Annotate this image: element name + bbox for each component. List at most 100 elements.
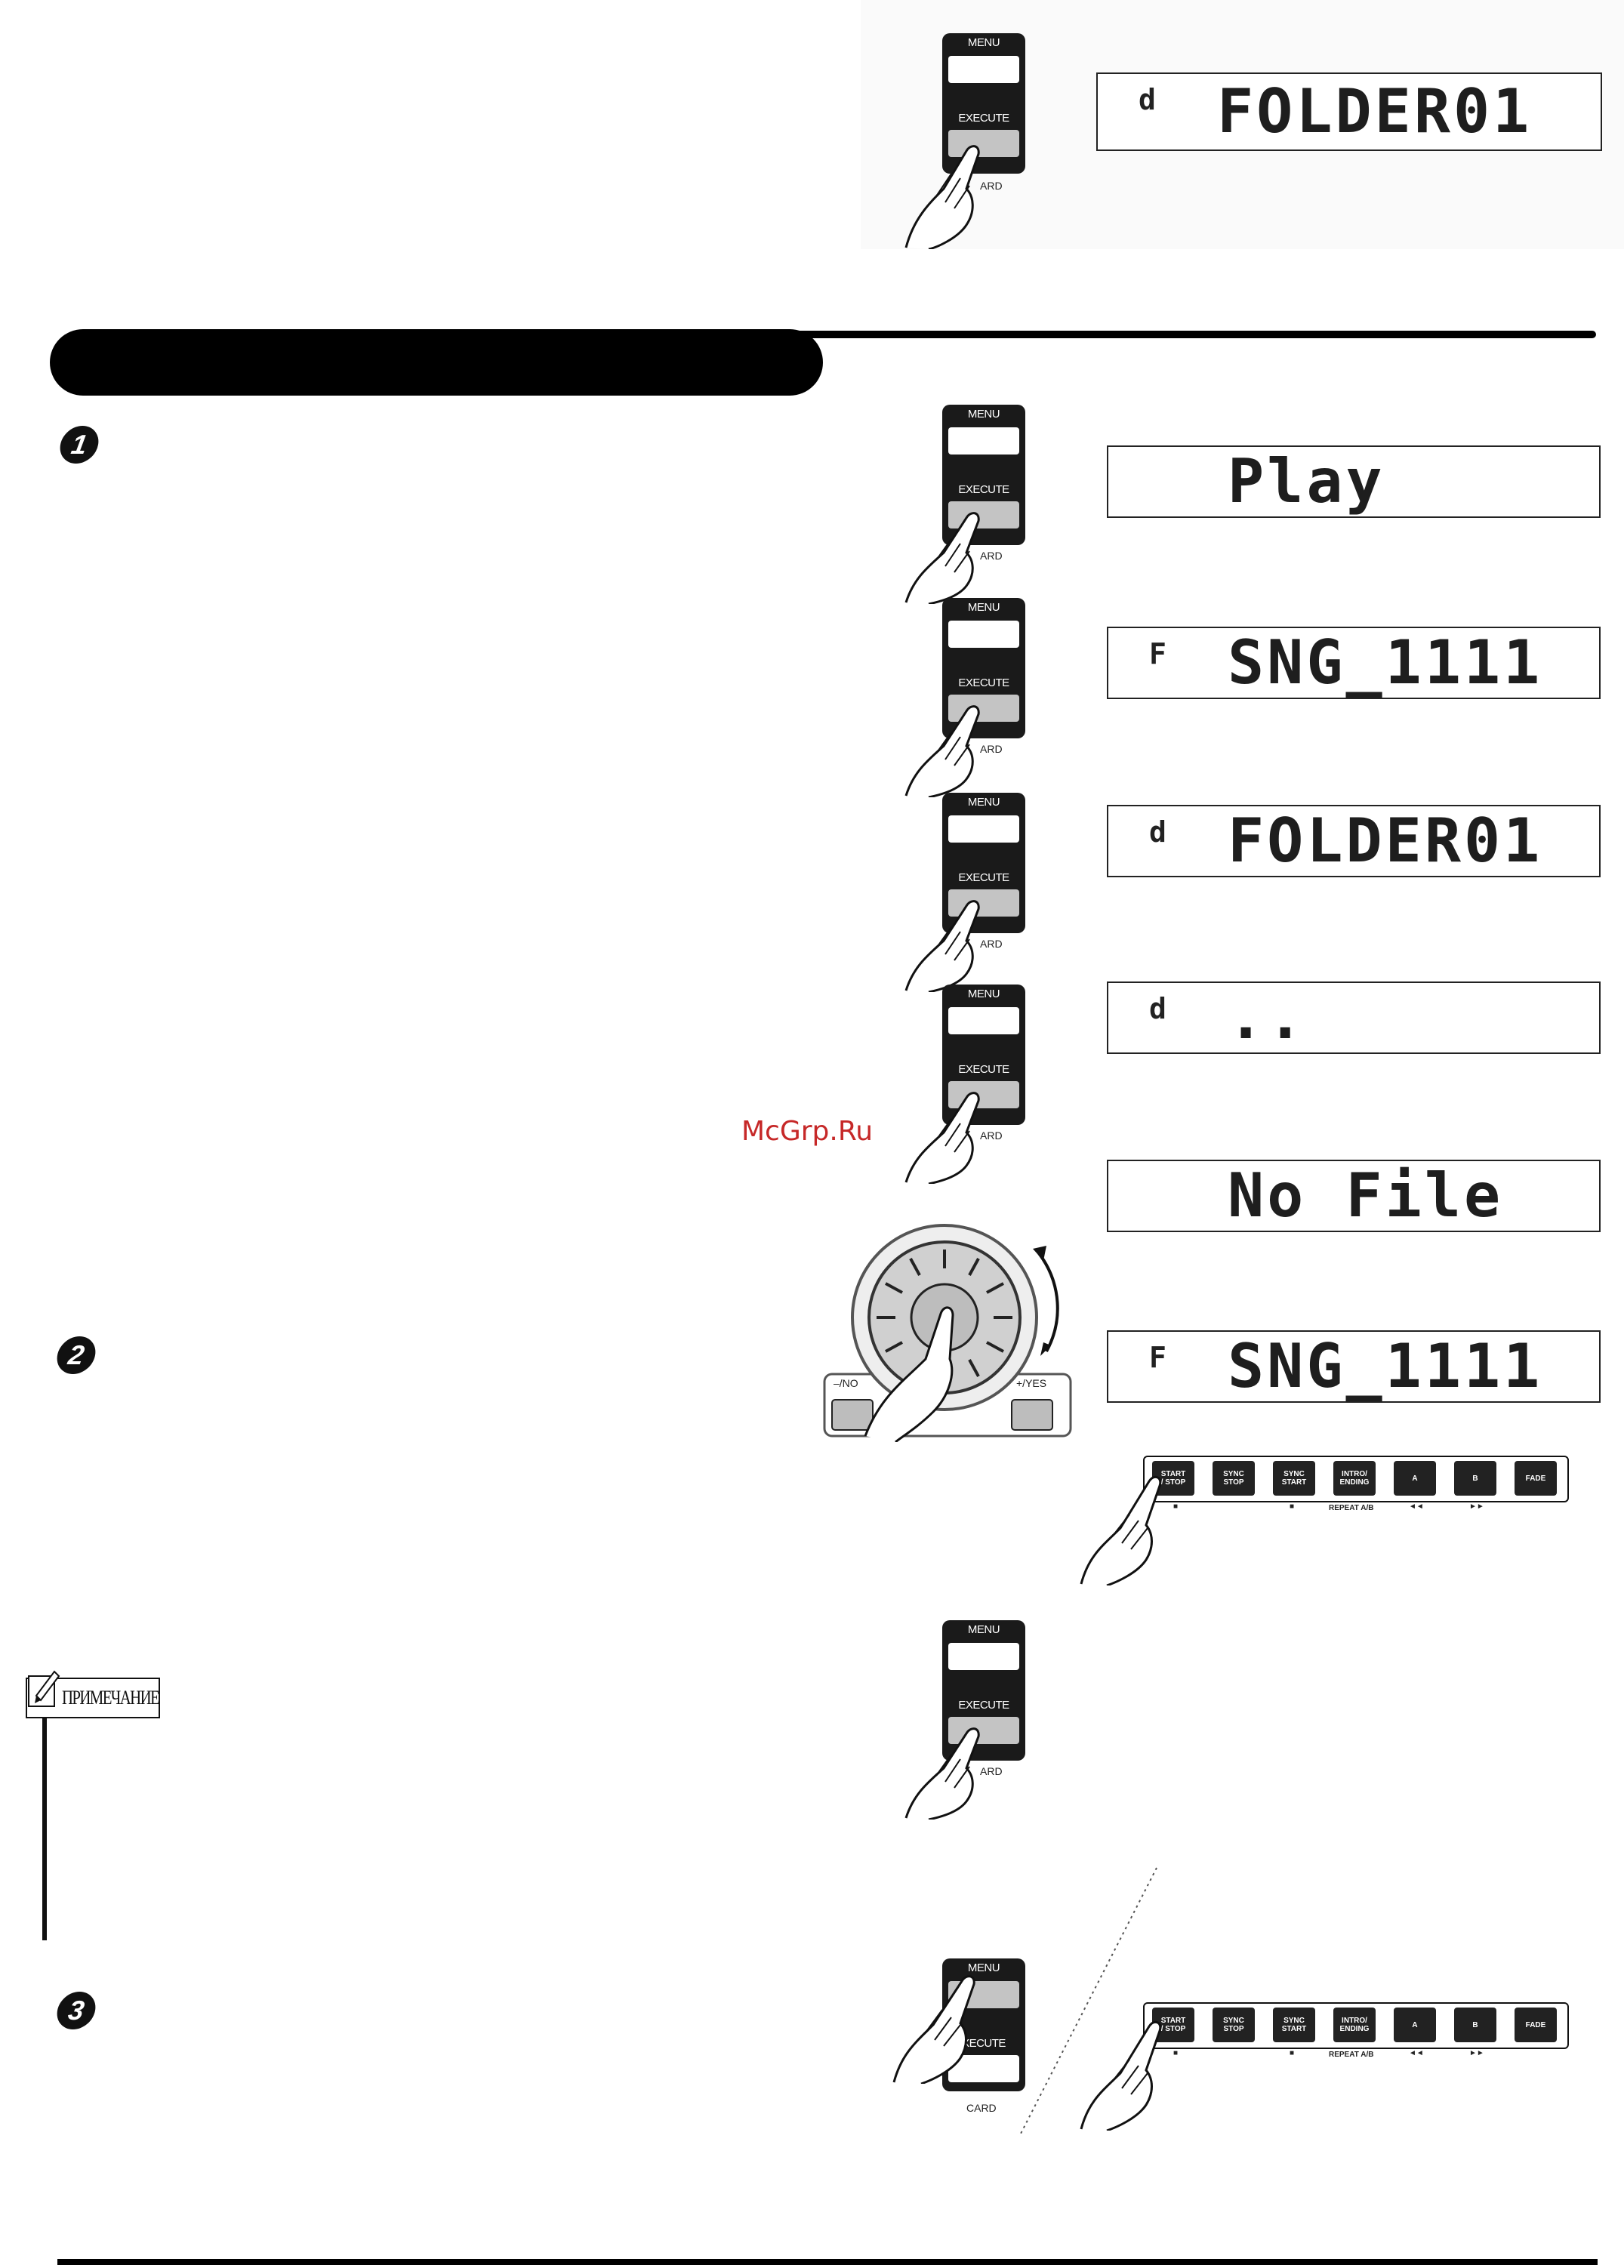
intro-ending-button[interactable]: INTRO/ ENDING — [1333, 1461, 1376, 1496]
lcd-indicator: F — [1149, 637, 1166, 670]
dotted-divider — [1020, 1867, 1157, 2134]
rewind-symbol: ◄◄ — [1409, 1502, 1424, 1511]
card-label: ARD — [980, 550, 1003, 562]
card-label: ARD — [980, 938, 1003, 950]
execute-label: EXECUTE — [958, 676, 1009, 689]
execute-label: EXECUTE — [958, 1063, 1009, 1076]
dial-plus-label: +/YES — [1016, 1377, 1047, 1389]
menu-execute-panel-1: MENU EXECUTE — [942, 405, 1025, 545]
execute-button[interactable] — [948, 1081, 1019, 1108]
menu-button[interactable] — [948, 427, 1019, 455]
fade-button[interactable]: FADE — [1515, 2008, 1557, 2042]
menu-label: MENU — [967, 408, 1000, 421]
pressing-hand-icon — [904, 1092, 980, 1184]
dial-minus-label: –/NO — [834, 1377, 858, 1389]
card-label: ARD — [980, 1765, 1003, 1777]
transport-buttons-row-1: START / STOP SYNC STOP SYNC START INTRO/… — [1143, 1456, 1569, 1502]
execute-button[interactable] — [948, 1717, 1019, 1744]
execute-label: EXECUTE — [958, 1699, 1009, 1712]
lcd-indicator: F — [1149, 1341, 1166, 1374]
menu-label: MENU — [967, 796, 1000, 809]
menu-button[interactable] — [948, 1007, 1019, 1034]
transport-buttons-row-2: START / STOP SYNC STOP SYNC START INTRO/… — [1143, 2002, 1569, 2049]
execute-label: XECUTE — [962, 2037, 1006, 2050]
lcd-text: Play — [1228, 446, 1385, 516]
execute-label: EXECUTE — [958, 483, 1009, 496]
menu-execute-panel-2: MENU EXECUTE — [942, 598, 1025, 738]
card-label: ARD — [980, 180, 1003, 192]
step-2-badge: 2 — [54, 1336, 99, 1374]
card-label: CARD — [966, 2102, 997, 2114]
lcd-text: .. — [1228, 982, 1307, 1052]
menu-button[interactable] — [948, 621, 1019, 648]
stop-symbol: ■ — [1173, 1502, 1179, 1511]
lcd-text: SNG_1111 — [1228, 627, 1543, 698]
execute-button[interactable] — [948, 695, 1019, 722]
menu-button[interactable] — [948, 815, 1019, 843]
note-label: ПРИМЕЧАНИЕ — [62, 1687, 160, 1709]
lcd-display-top: d FOLDER01 — [1096, 72, 1602, 151]
menu-label: MENU — [967, 988, 1000, 1000]
menu-label: MENU — [967, 36, 1000, 49]
pressing-hand-icon — [892, 1975, 975, 2084]
menu-execute-panel-top: MENU EXECUTE — [942, 33, 1025, 174]
execute-label: EXECUTE — [958, 871, 1009, 884]
lcd-display-folder: d FOLDER01 — [1107, 805, 1601, 877]
b-button[interactable]: B — [1454, 1461, 1496, 1496]
pressing-hand-icon — [904, 705, 980, 797]
a-button[interactable]: A — [1394, 2008, 1436, 2042]
lcd-text: FOLDER01 — [1217, 76, 1533, 146]
step-3-badge: 3 — [54, 1992, 99, 2029]
stop-symbol: ■ — [1173, 2049, 1179, 2057]
pressing-hand-icon — [1080, 2020, 1162, 2131]
pressing-hand-icon — [904, 145, 980, 249]
bottom-rule — [57, 2259, 1598, 2265]
execute-label: EXECUTE — [958, 112, 1009, 125]
forward-symbol: ►► — [1469, 2049, 1484, 2057]
lcd-text: FOLDER01 — [1228, 806, 1543, 876]
lcd-text: SNG_1111 — [1228, 1331, 1543, 1401]
section-header-rule — [785, 331, 1596, 338]
sync-start-button[interactable]: SYNC START — [1273, 1461, 1315, 1496]
forward-symbol: ►► — [1469, 1502, 1484, 1511]
a-button[interactable]: A — [1394, 1461, 1436, 1496]
lcd-display-song-2: F SNG_1111 — [1107, 1330, 1601, 1403]
menu-execute-panel-4: MENU EXECUTE — [942, 985, 1025, 1125]
lcd-display-song: F SNG_1111 — [1107, 627, 1601, 699]
menu-execute-panel-3: MENU EXECUTE — [942, 793, 1025, 933]
lcd-display-play: Play — [1107, 445, 1601, 518]
menu-button[interactable] — [948, 1643, 1019, 1670]
execute-button[interactable] — [948, 130, 1019, 157]
sync-stop-button[interactable]: SYNC STOP — [1213, 1461, 1255, 1496]
lcd-display-nofile: No File — [1107, 1160, 1601, 1232]
menu-execute-panel-5: MENU EXECUTE — [942, 1620, 1025, 1761]
pressing-hand-icon — [904, 900, 980, 992]
repeat-ab-label: REPEAT A/B — [1329, 1504, 1374, 1512]
pressing-hand-icon — [904, 512, 980, 604]
menu-label: MENU — [967, 1961, 1000, 1974]
start-stop-button[interactable]: START / STOP — [1152, 2008, 1194, 2042]
data-dial-illustration — [823, 1224, 1072, 1442]
step-1-badge: 1 — [57, 426, 102, 464]
note-bar — [42, 1706, 47, 1940]
lcd-text: No File — [1228, 1160, 1504, 1231]
rewind-symbol: ◄◄ — [1409, 2049, 1424, 2057]
execute-button[interactable] — [948, 501, 1019, 528]
stop-symbol: ■ — [1290, 2049, 1295, 2057]
lcd-display-parent: d .. — [1107, 981, 1601, 1054]
sync-stop-button[interactable]: SYNC STOP — [1213, 2008, 1255, 2042]
menu-button[interactable] — [948, 56, 1019, 83]
stop-symbol: ■ — [1290, 1502, 1295, 1511]
menu-label: MENU — [967, 601, 1000, 614]
fade-button[interactable]: FADE — [1515, 1461, 1557, 1496]
section-header-bar — [50, 329, 823, 396]
repeat-ab-label: REPEAT A/B — [1329, 2051, 1374, 2059]
pressing-hand-icon — [1080, 1475, 1162, 1585]
lcd-indicator: d — [1139, 83, 1156, 116]
b-button[interactable]: B — [1454, 2008, 1496, 2042]
intro-ending-button[interactable]: INTRO/ ENDING — [1333, 2008, 1376, 2042]
sync-start-button[interactable]: SYNC START — [1273, 2008, 1315, 2042]
execute-button[interactable] — [948, 889, 1019, 917]
pencil-note-icon — [28, 1670, 60, 1707]
menu-label: MENU — [967, 1623, 1000, 1636]
